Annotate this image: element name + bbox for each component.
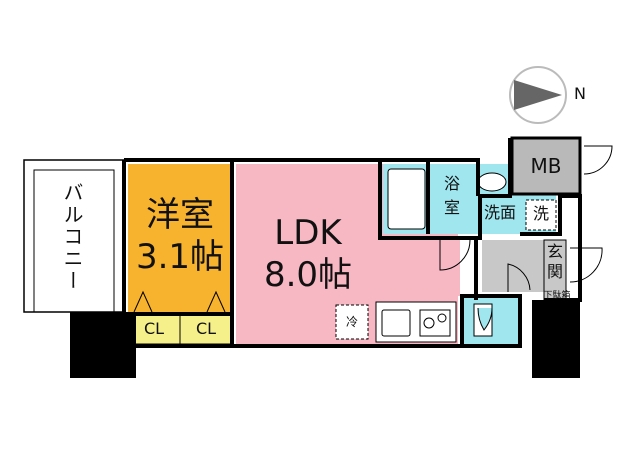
bathroom-label-2: 室 — [443, 198, 460, 217]
washroom-label: 洗面 — [483, 203, 516, 222]
western-room-name: 洋室 — [146, 195, 214, 235]
bathroom-label-1: 浴 — [443, 174, 460, 193]
bathtub — [387, 168, 426, 230]
closet-door-mark-1 — [133, 290, 153, 313]
closet-door-mark-2 — [206, 290, 226, 313]
stove — [419, 309, 451, 337]
ldk-size: 8.0帖 — [263, 255, 353, 295]
western-room-floor — [128, 164, 232, 314]
mb-label: MB — [530, 154, 562, 178]
bath-label-bg — [428, 164, 476, 234]
washer-label: 洗 — [532, 204, 549, 223]
compass-north-label: N — [574, 84, 586, 103]
balcony-label: バルコニー — [60, 182, 84, 292]
toilet — [473, 303, 493, 337]
column-bottom-right — [532, 300, 580, 378]
mb-box — [510, 136, 582, 196]
fridge-label: 冷 — [345, 315, 358, 329]
kitchen-sink — [381, 309, 411, 337]
fridge-space — [335, 304, 369, 340]
balcony-area — [23, 159, 125, 313]
burner-2 — [437, 313, 447, 323]
inner-door-swing — [507, 263, 531, 292]
hall-door-swing — [439, 239, 471, 271]
hall-floor — [380, 236, 460, 296]
closet-2-label: CL — [195, 319, 217, 338]
compass-arrow — [514, 80, 562, 110]
shoe-box-label: 下駄箱 — [543, 291, 571, 301]
closet-1-label: CL — [143, 319, 165, 338]
entrance-label-1: 玄 — [546, 242, 563, 261]
entrance-label-2: 関 — [546, 262, 563, 281]
sink — [477, 172, 507, 192]
western-room-size: 3.1帖 — [135, 237, 225, 277]
ldk-name: LDK — [274, 213, 342, 253]
entrance-door-swing — [569, 247, 603, 283]
burner-1 — [423, 317, 435, 329]
washer-space — [525, 199, 557, 231]
column-bottom-left — [70, 312, 136, 378]
mb-door-swing — [583, 145, 613, 175]
